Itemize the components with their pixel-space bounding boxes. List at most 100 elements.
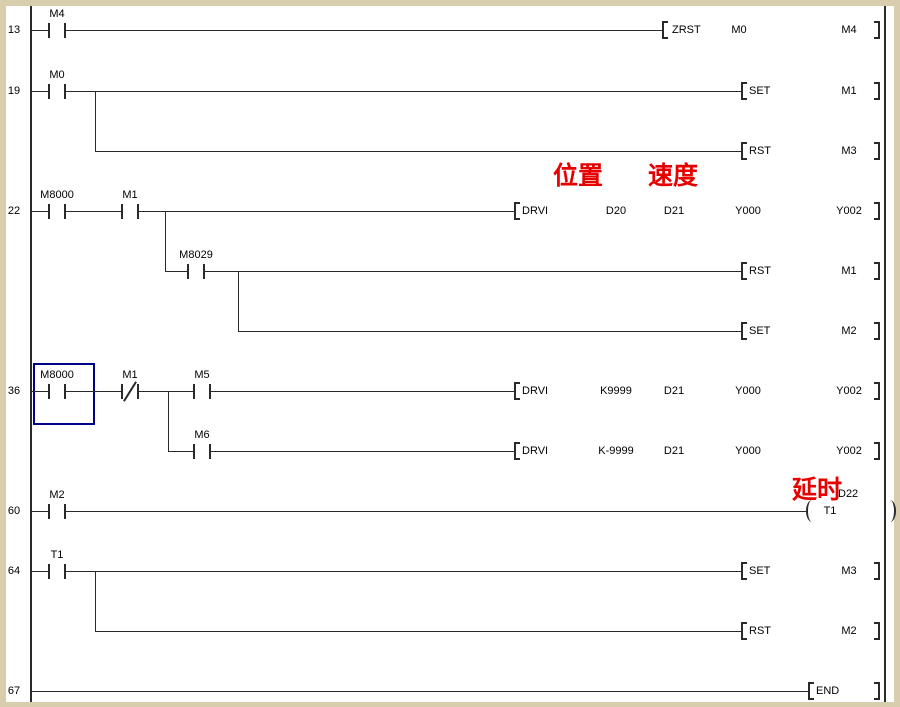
instruction-operand[interactable]: M2 — [841, 325, 857, 337]
instruction-open-bracket — [514, 442, 520, 460]
instruction-operand[interactable]: D21 — [663, 385, 685, 397]
instruction-operand[interactable]: M4 — [841, 24, 857, 36]
contact-bar — [48, 84, 50, 99]
frame-right — [894, 0, 900, 707]
instruction-operand[interactable]: M1 — [841, 265, 857, 277]
instruction-close-bracket — [874, 562, 880, 580]
step-number-60: 60 — [7, 505, 21, 517]
instruction-operand[interactable]: Y000 — [735, 445, 761, 457]
contact-label-m1: M1 — [122, 369, 138, 381]
rung-line — [31, 511, 806, 512]
branch-line — [95, 571, 96, 631]
rung-line — [168, 451, 514, 452]
contact-bar — [48, 23, 50, 38]
annotation-position: 位置 — [553, 162, 604, 190]
instruction-operand[interactable]: Y002 — [836, 445, 862, 457]
instruction-operand[interactable]: Y000 — [735, 205, 761, 217]
contact-m2[interactable] — [48, 504, 66, 519]
instruction-operand[interactable]: M3 — [841, 145, 857, 157]
step-number-36: 36 — [7, 385, 21, 397]
instruction-mnemonic-zrst[interactable]: ZRST — [672, 24, 701, 36]
instruction-operand[interactable]: M1 — [841, 85, 857, 97]
contact-bar — [48, 504, 50, 519]
contact-bar — [64, 204, 66, 219]
annotation-speed: 速度 — [648, 162, 699, 190]
step-number-67: 67 — [7, 685, 21, 697]
instruction-operand[interactable]: K-9999 — [598, 445, 634, 457]
rung-line — [31, 91, 741, 92]
step-number-64: 64 — [7, 565, 21, 577]
contact-bar — [64, 384, 66, 399]
contact-m8000[interactable] — [48, 204, 66, 219]
contact-bar — [48, 204, 50, 219]
instruction-open-bracket — [741, 142, 747, 160]
branch-line — [168, 391, 169, 451]
rung-line — [238, 331, 741, 332]
timer-coil-t1[interactable]: T1 — [823, 505, 837, 517]
contact-bar — [187, 264, 189, 279]
instruction-close-bracket — [874, 82, 880, 100]
timer-coil-close-paren — [884, 500, 896, 522]
instruction-mnemonic-drvi[interactable]: DRVI — [522, 385, 549, 397]
contact-label-m8000: M8000 — [40, 369, 74, 381]
contact-m8000-selected[interactable] — [48, 384, 66, 399]
contact-label-m6: M6 — [194, 429, 210, 441]
instruction-close-bracket — [874, 682, 880, 700]
rung-line — [31, 391, 514, 392]
instruction-open-bracket — [808, 682, 814, 700]
instruction-mnemonic-rst[interactable]: RST — [749, 625, 771, 637]
instruction-operand[interactable]: K9999 — [600, 385, 632, 397]
instruction-operand[interactable]: M2 — [841, 625, 857, 637]
contact-bar — [137, 384, 139, 399]
instruction-mnemonic-drvi[interactable]: DRVI — [522, 445, 549, 457]
contact-m1[interactable] — [121, 204, 139, 219]
instruction-mnemonic-set[interactable]: SET — [749, 325, 771, 337]
instruction-mnemonic-set[interactable]: SET — [749, 85, 771, 97]
branch-line — [238, 271, 239, 331]
instruction-mnemonic-drvi[interactable]: DRVI — [522, 205, 549, 217]
contact-bar — [48, 384, 50, 399]
contact-m5[interactable] — [193, 384, 211, 399]
contact-bar — [209, 384, 211, 399]
instruction-open-bracket — [741, 262, 747, 280]
rung-line — [31, 30, 662, 31]
annotation-delay: 延时 — [792, 476, 843, 504]
rung-line — [165, 271, 741, 272]
contact-t1[interactable] — [48, 564, 66, 579]
right-power-rail — [884, 6, 886, 702]
contact-m6[interactable] — [193, 444, 211, 459]
instruction-operand[interactable]: M3 — [841, 565, 857, 577]
selection-cursor — [33, 363, 95, 425]
contact-bar — [121, 384, 123, 399]
instruction-mnemonic-set[interactable]: SET — [749, 565, 771, 577]
instruction-operand[interactable]: Y002 — [836, 385, 862, 397]
step-number-13: 13 — [7, 24, 21, 36]
instruction-operand[interactable]: D21 — [663, 445, 685, 457]
contact-m8029[interactable] — [187, 264, 205, 279]
instruction-operand[interactable]: Y000 — [735, 385, 761, 397]
instruction-operand[interactable]: Y002 — [836, 205, 862, 217]
contact-m4[interactable] — [48, 23, 66, 38]
instruction-operand[interactable]: D20 — [605, 205, 627, 217]
rung-line — [31, 571, 741, 572]
timer-setpoint-label: D22 — [838, 488, 859, 500]
contact-m0[interactable] — [48, 84, 66, 99]
instruction-close-bracket — [874, 21, 880, 39]
instruction-mnemonic-end[interactable]: END — [816, 685, 840, 697]
contact-m1-nc[interactable] — [121, 381, 139, 402]
contact-bar — [193, 384, 195, 399]
instruction-operand[interactable]: M0 — [731, 24, 747, 36]
contact-label-m8029: M8029 — [179, 249, 213, 261]
frame-left — [0, 0, 6, 707]
contact-label-t1: T1 — [50, 549, 64, 561]
branch-line — [95, 91, 96, 151]
instruction-close-bracket — [874, 202, 880, 220]
instruction-operand[interactable]: D21 — [663, 205, 685, 217]
instruction-mnemonic-rst[interactable]: RST — [749, 145, 771, 157]
instruction-open-bracket — [741, 322, 747, 340]
contact-bar — [193, 444, 195, 459]
instruction-close-bracket — [874, 322, 880, 340]
instruction-close-bracket — [874, 262, 880, 280]
instruction-mnemonic-rst[interactable]: RST — [749, 265, 771, 277]
